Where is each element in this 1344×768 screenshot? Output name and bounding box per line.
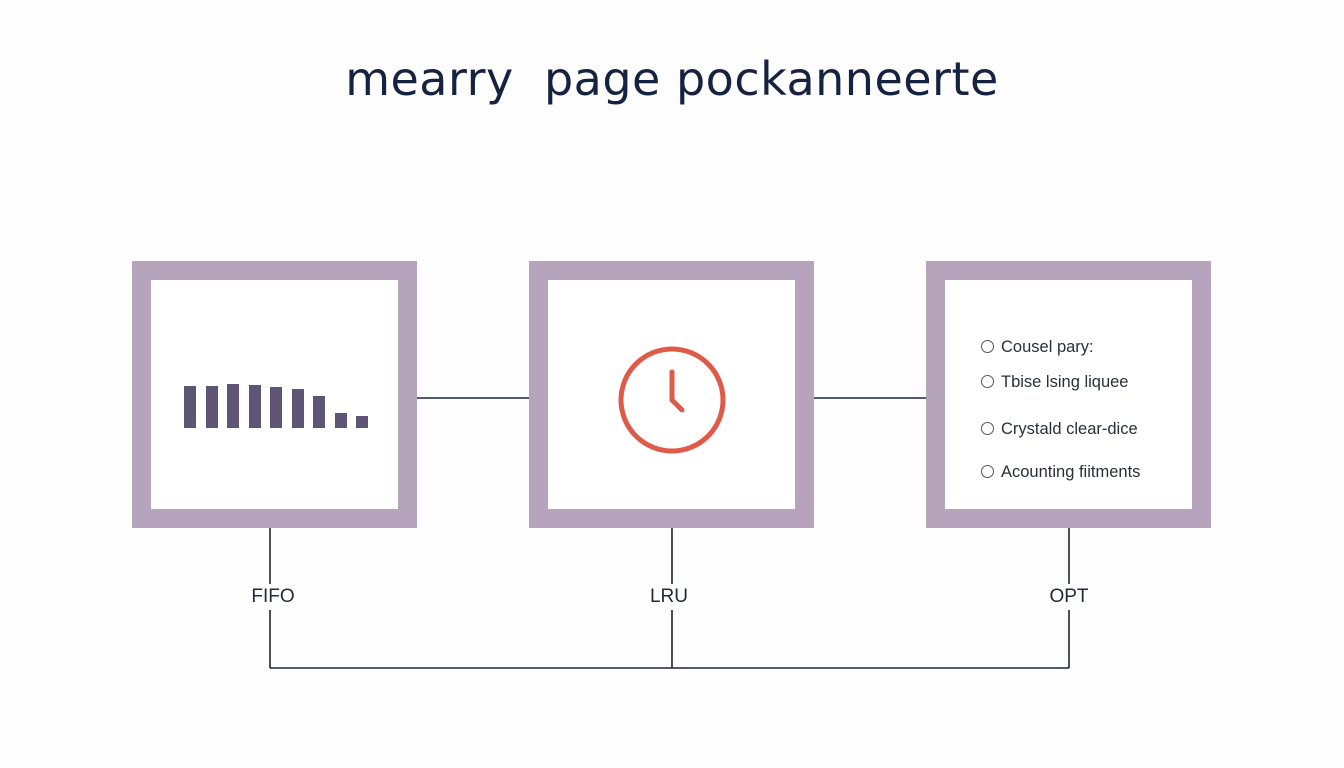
radio-icon [981,465,994,478]
bar-icon-segment [356,416,368,428]
opt-option-label: Tbise lsing liquee [1001,373,1129,391]
opt-option[interactable]: Acounting fiitments [981,463,1140,482]
opt-option-label: Crystald clear-dice [1001,420,1138,438]
opt-label: OPT [1046,584,1092,610]
radio-icon [981,340,994,353]
lru-label: LRU [646,584,692,610]
fifo-label: FIFO [248,584,298,610]
opt-option[interactable]: Tbise lsing liquee [981,373,1129,392]
bar-icon-segment [334,413,347,428]
diagram-title: mearry page pockanneerte [345,52,999,106]
opt-option-label: Acounting fiitments [1001,463,1141,481]
opt-option-label: Cousel pary: [1001,338,1094,356]
bar-icon-segment [313,396,325,428]
opt-box: Cousel pary: Tbise lsing liquee Crystald… [926,261,1211,528]
bar-icon-segment [291,389,304,428]
bar-chart-icon [184,384,384,428]
clock-icon [618,346,726,454]
bar-icon-segment [248,385,261,428]
bar-icon-segment [184,386,196,428]
fifo-box [132,261,417,528]
radio-icon [981,422,994,435]
radio-icon [981,375,994,388]
bar-icon-segment [270,387,282,428]
opt-option[interactable]: Cousel pary: [981,338,1094,357]
bar-icon-segment [205,386,218,428]
opt-option[interactable]: Crystald clear-dice [981,420,1138,439]
lru-box [529,261,814,528]
bar-icon-segment [227,384,239,428]
